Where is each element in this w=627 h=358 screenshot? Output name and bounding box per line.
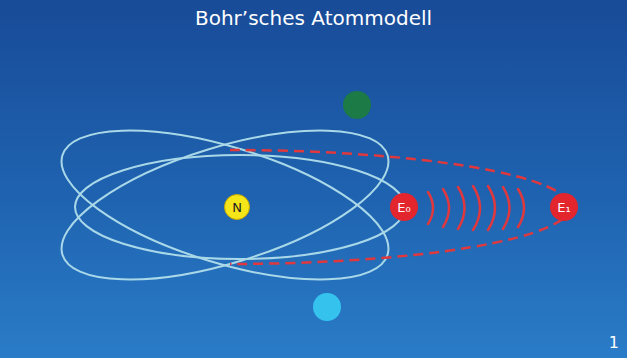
energy-level-circle: N [224,194,250,220]
orbit [45,100,404,310]
slide-title: Bohr’sches Atommodell [0,6,627,30]
electron [313,293,341,321]
excited-orbit [230,150,570,264]
node-label: E₀ [397,201,410,214]
node-label: E₁ [557,201,570,214]
energy-level-circle: E₀ [390,193,418,221]
orbit [45,100,404,310]
electron [343,91,371,119]
slide-number: 1 [609,333,619,352]
energy-level-circle: E₁ [550,193,578,221]
energy-wave [428,186,524,230]
node-label: N [232,201,242,214]
